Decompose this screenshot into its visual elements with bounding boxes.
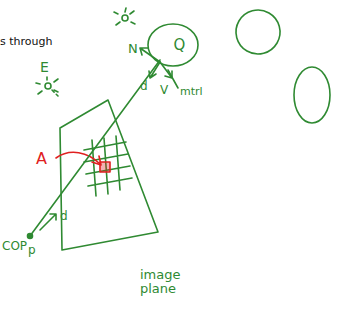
sphere-object bbox=[294, 67, 330, 123]
material-leader bbox=[168, 70, 178, 88]
callout-arrowhead bbox=[92, 156, 101, 165]
note-text: s through bbox=[0, 36, 52, 48]
vector-label: N bbox=[128, 42, 138, 56]
sphere-outline bbox=[148, 24, 198, 66]
vector-label: d bbox=[140, 80, 148, 93]
incoming-arrow bbox=[149, 62, 160, 78]
light-label: E bbox=[40, 60, 49, 75]
primary-ray bbox=[30, 60, 160, 236]
sphere-object bbox=[231, 5, 285, 59]
sphere-object: Q bbox=[146, 22, 200, 68]
light-source bbox=[114, 8, 135, 25]
material-label: mtrl bbox=[180, 86, 203, 98]
callout-letter: A bbox=[36, 150, 47, 168]
pixel-grid bbox=[84, 136, 132, 196]
callout-arrow bbox=[56, 152, 100, 164]
direction-arrow bbox=[40, 214, 56, 230]
sphere-outline bbox=[146, 22, 200, 68]
point-label: COP bbox=[2, 240, 27, 253]
vector-label: p bbox=[28, 244, 36, 257]
plane-label: image plane bbox=[140, 268, 192, 297]
vector-label: V bbox=[160, 84, 168, 97]
pixel bbox=[100, 162, 110, 172]
point-label: Q bbox=[174, 36, 186, 54]
vector-label: d bbox=[60, 210, 68, 223]
eye-light bbox=[36, 77, 58, 96]
